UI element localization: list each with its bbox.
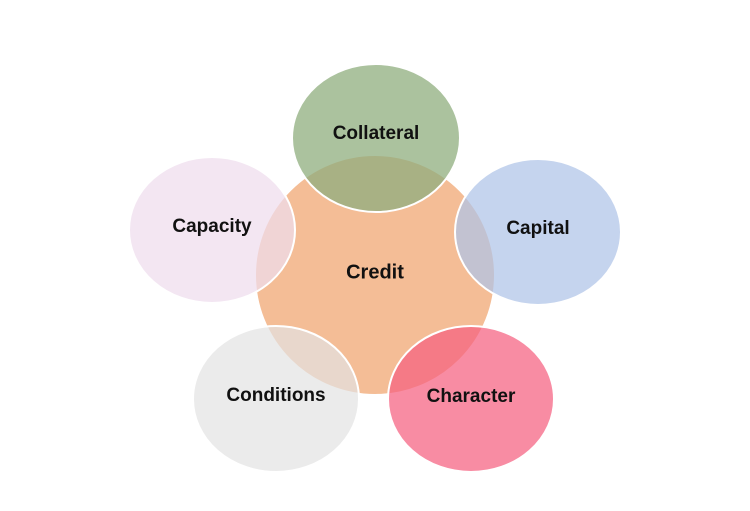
node-capital xyxy=(454,158,622,306)
node-character xyxy=(387,325,555,473)
capacity-label: Capacity xyxy=(172,216,252,237)
collateral-label: Collateral xyxy=(333,123,420,144)
node-collateral xyxy=(291,63,461,213)
capital-label: Capital xyxy=(506,218,569,239)
node-conditions xyxy=(192,325,360,473)
conditions-circle xyxy=(192,325,360,473)
capacity-circle xyxy=(128,156,296,304)
character-label: Character xyxy=(427,386,516,407)
center-label: Credit xyxy=(346,261,404,283)
conditions-label: Conditions xyxy=(226,385,325,406)
capital-circle xyxy=(454,158,622,306)
collateral-circle xyxy=(291,63,461,213)
node-capacity xyxy=(128,156,296,304)
character-circle xyxy=(387,325,555,473)
